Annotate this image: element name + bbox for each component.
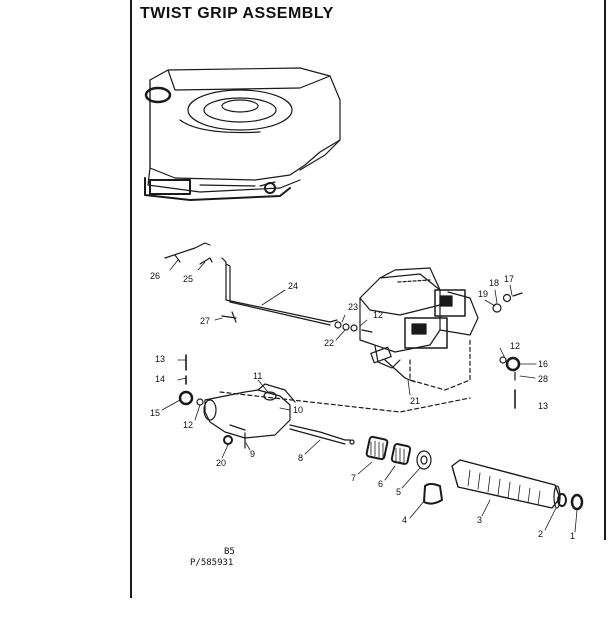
callout-14: 14 [155, 374, 165, 384]
drawing-code: B5 [224, 547, 235, 557]
callout-24: 24 [288, 281, 298, 291]
callout-20: 20 [216, 458, 226, 468]
callout-6: 6 [378, 479, 383, 489]
diagram-title: TWIST GRIP ASSEMBLY [140, 5, 334, 22]
callout-17: 17 [504, 274, 514, 284]
callout-19: 19 [478, 289, 488, 299]
callout-8: 8 [298, 453, 303, 463]
callout-2: 2 [538, 529, 543, 539]
part-callouts: 26 25 24 27 23 22 12 18 17 19 12 16 28 1… [150, 271, 575, 541]
linkage-rods-drawing [164, 242, 338, 326]
callout-18: 18 [489, 278, 499, 288]
callout-12-right: 12 [510, 341, 520, 351]
callout-10: 10 [293, 405, 303, 415]
callout-7: 7 [351, 473, 356, 483]
callout-12-left: 12 [183, 420, 193, 430]
callout-25: 25 [183, 274, 193, 284]
callout-26: 26 [150, 271, 160, 281]
callout-13-left: 13 [155, 354, 165, 364]
callout-27: 27 [200, 316, 210, 326]
callout-15: 15 [150, 408, 160, 418]
frame-border-right [604, 0, 606, 540]
callout-9: 9 [250, 449, 255, 459]
callout-23: 23 [348, 302, 358, 312]
callout-21: 21 [410, 396, 420, 406]
frame-border-left [130, 0, 132, 598]
leader-lines [161, 259, 578, 533]
callout-5: 5 [396, 487, 401, 497]
engine-housing-drawing [144, 67, 341, 201]
callout-22: 22 [324, 338, 334, 348]
callout-12-top: 12 [373, 310, 383, 320]
twist-grip-parts-drawing [178, 383, 584, 511]
callout-1: 1 [570, 531, 575, 541]
bracket-assembly-drawing [219, 267, 479, 413]
callout-28: 28 [538, 374, 548, 384]
callout-16: 16 [538, 359, 548, 369]
part-number: P/585931 [190, 558, 234, 568]
small-hardware-drawing [185, 292, 523, 409]
callout-11: 11 [253, 371, 262, 381]
callout-13-right: 13 [538, 401, 548, 411]
callout-3: 3 [477, 515, 482, 525]
callout-4: 4 [402, 515, 407, 525]
